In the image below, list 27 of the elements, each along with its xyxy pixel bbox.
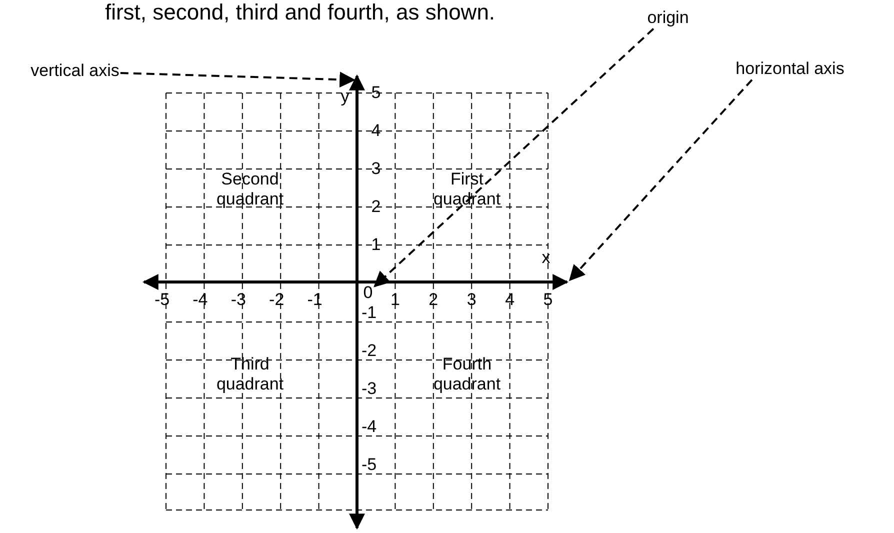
tick-label: 4 (371, 121, 381, 141)
tick-label: -3 (230, 290, 246, 310)
leader-line (568, 79, 753, 282)
quadrant-label: Second quadrant (215, 169, 285, 209)
tick-label: -4 (361, 417, 377, 437)
tick-label: -3 (361, 379, 377, 399)
leader-line (120, 72, 356, 88)
tick-label: 5 (371, 83, 381, 103)
axis-name: y (340, 87, 350, 107)
tick-label: 0 (363, 283, 373, 303)
tick-label: -5 (361, 455, 377, 475)
tick-label: 1 (371, 235, 381, 255)
heading-text: first, second, third and fourth, as shown. (104, 0, 496, 25)
callout-label: horizontal axis (736, 59, 844, 79)
tick-label: -1 (361, 303, 377, 323)
tick-label: -1 (307, 290, 322, 310)
tick-label: 4 (505, 290, 515, 310)
tick-label: -2 (269, 290, 284, 310)
tick-label: -2 (361, 341, 377, 361)
callout-label: vertical axis (30, 61, 120, 81)
tick-label: 2 (371, 197, 381, 217)
tick-label: 3 (466, 290, 476, 310)
tick-label: 2 (428, 290, 438, 310)
leader-line (374, 28, 654, 288)
quadrant-label: Third quadrant (215, 354, 285, 394)
quadrant-label: Fourth quadrant (432, 354, 502, 394)
callout-label: origin (647, 8, 689, 28)
